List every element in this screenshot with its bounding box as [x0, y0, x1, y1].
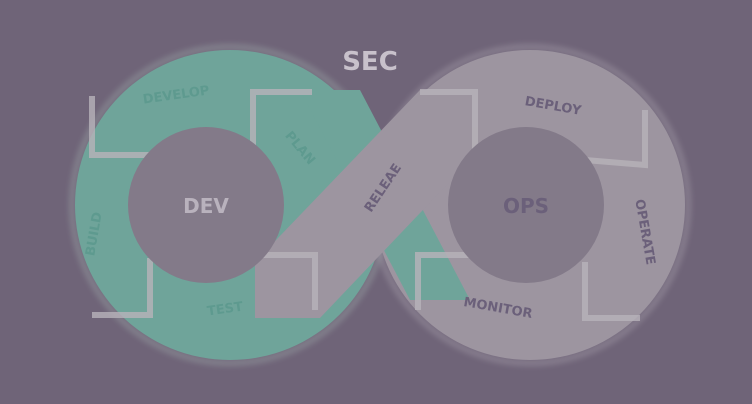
divider-test-release [255, 252, 318, 310]
ops-hub [448, 127, 604, 283]
divider-operate-monitor [582, 262, 640, 321]
left-dividers [89, 89, 318, 318]
divider-release-deploy [420, 89, 478, 150]
right-dividers [415, 89, 648, 321]
hub-label-dev: DEV [183, 194, 229, 218]
grey-cross-band [255, 90, 480, 318]
stage-test: TEST [206, 300, 244, 320]
dev-hub [128, 127, 284, 283]
divider-develop-build [89, 96, 150, 158]
hub-label-ops: OPS [503, 194, 549, 218]
divider-monitor-release [415, 252, 475, 310]
divider-develop-plan [250, 89, 312, 150]
title-sec: SEC [342, 47, 398, 77]
divider-build-test [92, 258, 153, 318]
divider-deploy-operate [584, 110, 648, 169]
